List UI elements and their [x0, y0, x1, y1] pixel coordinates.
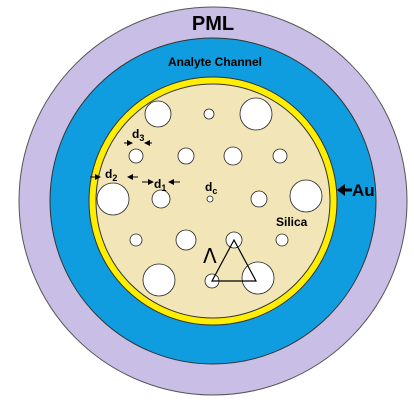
pml-label: PML [192, 13, 234, 35]
air-hole [272, 148, 288, 164]
air-hole [144, 100, 172, 128]
air-hole [142, 263, 176, 297]
dc-label: dc [205, 180, 217, 196]
air-hole [223, 146, 243, 166]
lambda-label: Λ [203, 244, 217, 268]
air-hole [129, 233, 143, 247]
silica-core [95, 83, 331, 319]
air-hole [96, 182, 130, 216]
d3-label: d3 [132, 127, 144, 143]
air-hole [289, 179, 323, 213]
au-label: Au [352, 181, 375, 200]
air-hole [177, 147, 195, 165]
air-hole [175, 229, 197, 251]
lattice-pitch-triangle [210, 238, 258, 282]
air-hole [241, 261, 275, 295]
analyte-channel-label: Analyte Channel [168, 55, 262, 69]
air-hole [250, 190, 268, 208]
silica-label: Silica [276, 215, 308, 229]
d2-label: d2 [105, 167, 117, 183]
air-hole [203, 108, 215, 120]
air-hole [206, 195, 214, 203]
air-hole [128, 148, 144, 164]
air-hole [151, 189, 171, 209]
air-holes [96, 97, 323, 297]
d1-label: d1 [154, 177, 166, 193]
au-pointer-arrow [337, 184, 352, 196]
air-hole [239, 97, 273, 131]
air-hole [275, 233, 289, 247]
